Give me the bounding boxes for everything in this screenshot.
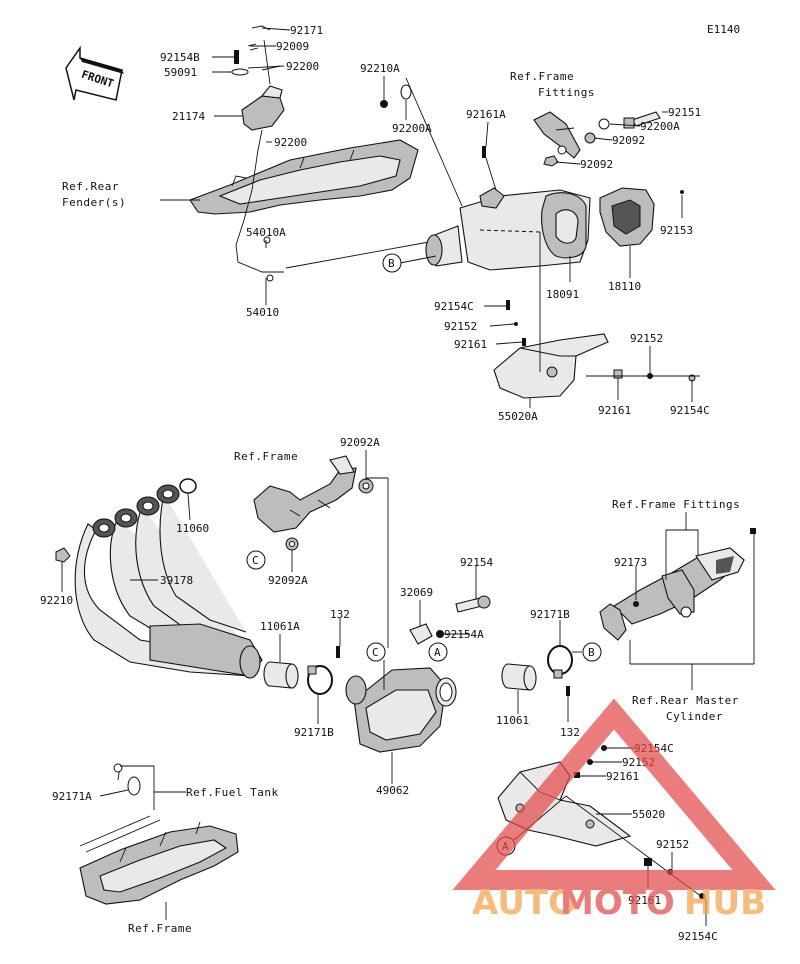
label-11061: 11061 <box>496 714 529 727</box>
label-92152-low-right: 92152 <box>656 838 689 851</box>
svg-text:B: B <box>588 646 595 659</box>
rear-fender-assembly <box>189 25 441 282</box>
ref-frame-fittings-line2: Fittings <box>538 86 595 99</box>
svg-text:MOTO: MOTO <box>560 883 675 923</box>
svg-text:B: B <box>388 257 395 270</box>
frame-fittings-right <box>599 528 756 641</box>
callout-c-left: C <box>246 550 266 570</box>
leaders-fuel-tank <box>99 765 186 920</box>
label-132-right: 132 <box>560 726 580 739</box>
leaders-left-clamp <box>279 618 341 724</box>
label-39178: 39178 <box>160 574 193 587</box>
callout-b-top: B <box>382 253 402 273</box>
label-92210: 92210 <box>40 594 73 607</box>
label-92154c-low-right: 92154C <box>678 930 718 943</box>
label-11061a: 11061A <box>260 620 300 633</box>
ref-rear-master-line2: Cylinder <box>666 710 723 723</box>
clamp-92171b-right <box>547 645 573 696</box>
svg-text:A: A <box>434 646 441 659</box>
ref-fuel-tank: Ref.Fuel Tank <box>186 786 279 799</box>
ref-frame-middle: Ref.Frame <box>234 450 298 463</box>
label-92154: 92154 <box>460 556 493 569</box>
label-11060: 11060 <box>176 522 209 535</box>
svg-text:C: C <box>372 646 379 659</box>
label-92200a-right: 92200A <box>640 120 680 133</box>
label-92161-up: 92161 <box>454 338 487 351</box>
front-arrow-icon: FRONT <box>65 45 124 101</box>
label-92092-b: 92092 <box>580 158 613 171</box>
label-92009: 92009 <box>276 40 309 53</box>
label-92092a-top: 92092A <box>340 436 380 449</box>
muffler-cover-assembly <box>380 84 684 271</box>
gasket-11061 <box>501 663 537 691</box>
leaders-top-left <box>160 27 291 305</box>
label-49062: 49062 <box>376 784 409 797</box>
frame-lower-assembly <box>79 763 239 905</box>
svg-text:HUB: HUB <box>684 883 766 923</box>
label-92200a-left: 92200A <box>392 122 432 135</box>
label-92153: 92153 <box>660 224 693 237</box>
pre-muffler-49062 <box>345 595 491 753</box>
label-92161a: 92161A <box>466 108 506 121</box>
exhaust-header-39178 <box>55 478 263 679</box>
callout-a-center: A <box>428 642 448 662</box>
label-92210a: 92210A <box>360 62 400 75</box>
label-55020: 55020 <box>632 808 665 821</box>
label-21174: 21174 <box>172 110 205 123</box>
label-92154c-up: 92154C <box>434 300 474 313</box>
leaders-frame-fittings-right <box>629 512 755 690</box>
ref-rear-fender-line1: Ref.Rear <box>62 180 119 193</box>
label-92171b-left: 92171B <box>294 726 334 739</box>
leaders-frame-mount <box>291 450 389 648</box>
label-92161-low: 92161 <box>606 770 639 783</box>
gasket-11061a <box>263 661 299 689</box>
label-18110: 18110 <box>608 280 641 293</box>
label-92171a: 92171A <box>52 790 92 803</box>
leaders-right-clamp <box>517 620 582 722</box>
label-54010: 54010 <box>246 306 279 319</box>
ref-frame-fittings-line1: Ref.Frame <box>510 70 574 83</box>
label-92171b-right: 92171B <box>530 608 570 621</box>
ref-rear-master-line1: Ref.Rear Master <box>632 694 739 707</box>
label-92161-up-right: 92161 <box>598 404 631 417</box>
label-92173: 92173 <box>614 556 647 569</box>
watermark-logo: AUTO MOTO HUB <box>452 698 776 923</box>
label-92152-up: 92152 <box>444 320 477 333</box>
label-92152-up-right: 92152 <box>630 332 663 345</box>
callout-b-center: B <box>582 642 602 662</box>
frame-mount-bracket <box>253 455 374 551</box>
svg-text:C: C <box>252 554 259 567</box>
ref-rear-fender-line2: Fender(s) <box>62 196 126 209</box>
leaders-pre-muffler <box>383 566 477 784</box>
label-55020a: 55020A <box>498 410 538 423</box>
callout-c-center: C <box>366 642 386 662</box>
leaders-top-right <box>383 76 683 282</box>
label-92154c-up-right: 92154C <box>670 404 710 417</box>
heat-guard-upper <box>493 300 696 399</box>
label-59091: 59091 <box>164 66 197 79</box>
label-18091: 18091 <box>546 288 579 301</box>
label-132-left: 132 <box>330 608 350 621</box>
diagram-code: E1140 <box>707 23 740 36</box>
leaders-header <box>61 493 191 592</box>
ref-frame-fittings-right: Ref.Frame Fittings <box>612 498 740 511</box>
svg-text:AUTO: AUTO <box>472 883 577 923</box>
label-92154a: 92154A <box>444 628 484 641</box>
label-92200-mid: 92200 <box>274 136 307 149</box>
label-32069: 32069 <box>400 586 433 599</box>
label-92092-a: 92092 <box>612 134 645 147</box>
label-92161-low-right: 92161 <box>628 894 661 907</box>
label-92200-top: 92200 <box>286 60 319 73</box>
ref-frame-bottom: Ref.Frame <box>128 922 192 935</box>
label-92151: 92151 <box>668 106 701 119</box>
leaders-heat-guard-upper <box>484 232 700 408</box>
label-92092a-bottom: 92092A <box>268 574 308 587</box>
label-54010a: 54010A <box>246 226 286 239</box>
label-92154b: 92154B <box>160 51 200 64</box>
clamp-92171b-left <box>307 646 340 695</box>
label-92171: 92171 <box>290 24 323 37</box>
